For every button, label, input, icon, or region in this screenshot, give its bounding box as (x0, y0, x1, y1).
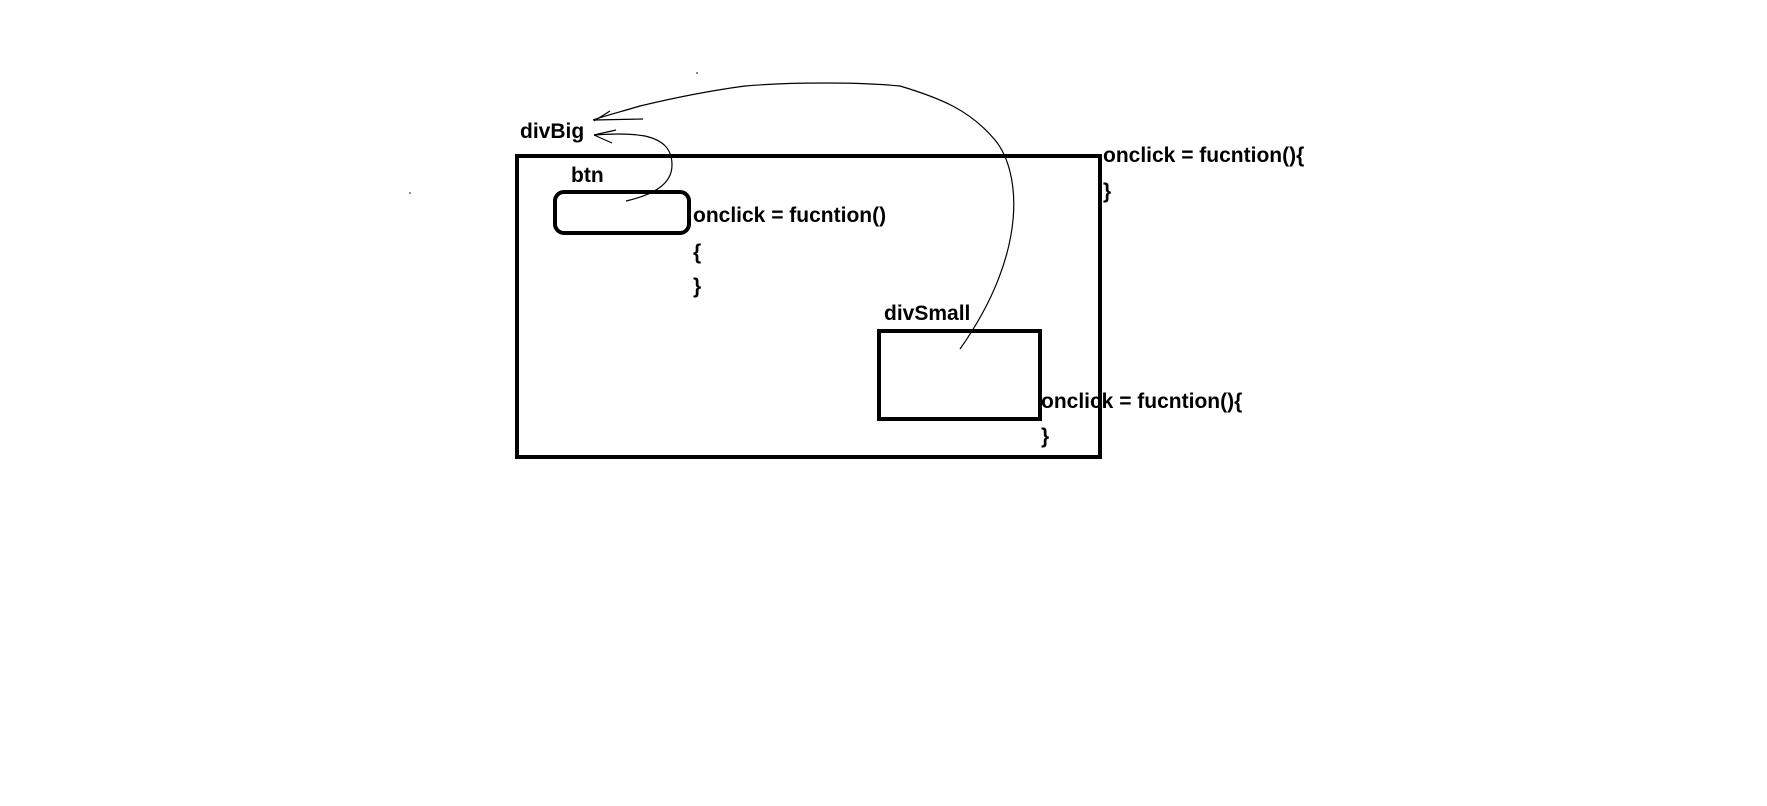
arrowhead-upper-icon (593, 110, 644, 122)
div-small-label: divSmall (884, 302, 971, 325)
stray-dot (409, 192, 411, 194)
div-small-handler-line-1: onclick = fucntion(){ (1041, 390, 1243, 413)
btn-to-div-big-arrow (593, 133, 673, 202)
div-big-handler-line-2: } (1103, 180, 1112, 203)
btn-handler-line-1: onclick = fucntion() (693, 204, 887, 227)
stray-dot (696, 72, 698, 74)
div-big-label: divBig (520, 120, 585, 143)
btn-label: btn (571, 164, 604, 187)
div-small-handler-line-2: } (1041, 425, 1050, 448)
div-small-box (877, 329, 1042, 421)
div-small-to-div-big-arrow (592, 82, 1015, 350)
div-big-box (515, 154, 1102, 459)
div-big-handler-line-1: onclick = fucntion(){ (1103, 144, 1305, 167)
btn-box (553, 190, 691, 235)
btn-handler-line-3: } (693, 275, 702, 298)
btn-handler-line-2: { (693, 241, 702, 264)
arrowhead-lower-icon (593, 129, 617, 144)
